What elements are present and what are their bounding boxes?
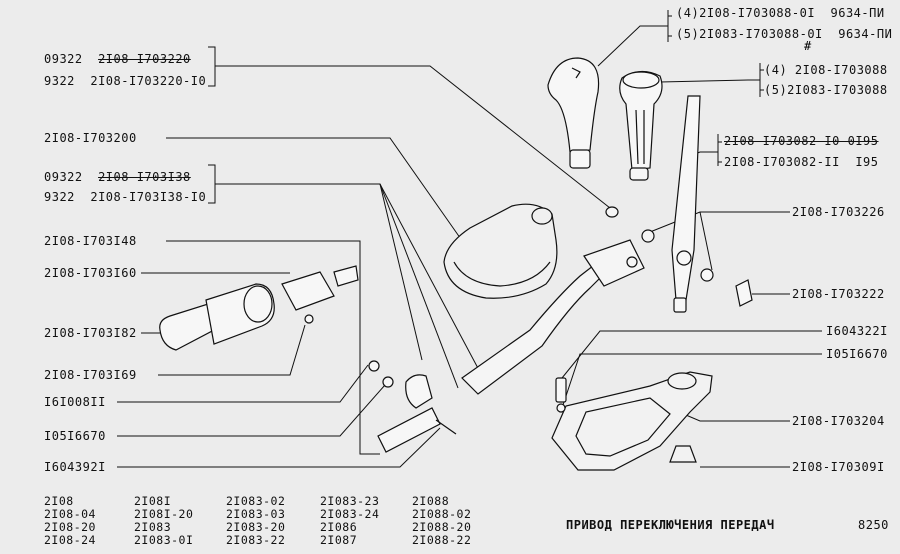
callout-lever-a: 2I08-I703082-I0 0I95 [724,134,879,148]
part-bolt [555,279,753,413]
callout-1703169: 2I08-I703I69 [44,368,137,382]
part-sleeve-assembly [159,265,359,351]
leader-lines [117,10,822,468]
model-cell: 2I083-02 [226,494,286,508]
callout-knob1-a: (4)2I08-I703088-0I 9634-ПИ [676,6,885,20]
callout-1051667-left: I05I6670 [44,429,106,443]
part-knob-right [619,70,663,181]
callout-1703160: 2I08-I703I60 [44,266,137,280]
callout-lever-b: 2I08-I703082-II I95 [724,155,879,169]
part-housing [551,371,713,471]
callout-1604392: I604392I [44,460,106,474]
callout-1703220-old-number: 2I08-I703220 [98,52,191,66]
model-cell: 2I08-20 [44,520,96,534]
model-cell: 2I088-20 [412,520,472,534]
model-cell: 2I087 [320,533,358,547]
callout-1703138-new: 9322 2I08-I703I38-I0 [44,190,207,204]
callout-1703220-old: 09322 2I08-I703220 [44,52,191,66]
callout-knob2-a: (4) 2I08-I703088 [764,63,888,77]
part-boot [443,203,558,299]
model-cell: 2I088-22 [412,533,472,547]
page-code: 8250 [858,518,889,532]
model-cell: 2I083 [134,520,172,534]
callout-1703091: 2I08-I70309I [792,460,885,474]
callout-knob1-b: (5)2I083-I703088-0I 9634-ПИ [676,27,893,41]
callout-1703138-old-number: 2I08-I703I38 [98,170,191,184]
model-cell: 2I088 [412,494,450,508]
edition-mark: # [804,39,812,53]
callout-1703138-old: 09322 2I08-I703I38 [44,170,191,184]
model-cell: 2I083-03 [226,507,286,521]
model-cell: 2I08 [44,494,74,508]
part-rod [461,206,655,395]
callout-1703182: 2I08-I703I82 [44,326,137,340]
part-lever [671,95,714,313]
part-clamp [368,360,457,453]
callout-lever-a-text: 2I08-I703082-I0 0I95 [724,134,879,148]
callout-1703138-old-prefix: 09322 [44,170,83,184]
callout-1604322: I604322I [826,324,888,338]
model-cell: 2I083-24 [320,507,380,521]
model-cell: 2I083-20 [226,520,286,534]
model-cell: 2I08-04 [44,507,96,521]
callout-1703204: 2I08-I703204 [792,414,885,428]
part-knob-left [547,57,600,169]
model-cell: 2I088-02 [412,507,472,521]
callout-1703222: 2I08-I703222 [792,287,885,301]
model-cell: 2I08I-20 [134,507,194,521]
model-cell: 2I083-0I [134,533,194,547]
model-cell: 2I08I [134,494,172,508]
model-cell: 2I08-24 [44,533,96,547]
model-cell: 2I083-23 [320,494,380,508]
callout-1703148: 2I08-I703I48 [44,234,137,248]
model-cell: 2I083-22 [226,533,286,547]
diagram-title: ПРИВОД ПЕРЕКЛЮЧЕНИЯ ПЕРЕДАЧ [566,518,775,532]
callout-1610081: I6I008II [44,395,106,409]
callout-1703220-new: 9322 2I08-I703220-I0 [44,74,207,88]
model-cell: 2I086 [320,520,358,534]
callout-1703226: 2I08-I703226 [792,205,885,219]
callout-1051667-right: I05I6670 [826,347,888,361]
callout-1703200: 2I08-I703200 [44,131,137,145]
callout-1703220-old-prefix: 09322 [44,52,83,66]
callout-knob2-b: (5)2I083-I703088 [764,83,888,97]
